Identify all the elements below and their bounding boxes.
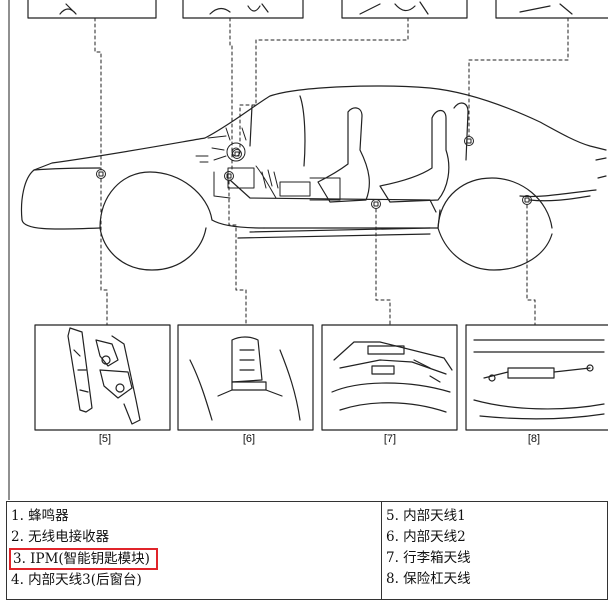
top-detail-box-2 — [182, 0, 304, 19]
car-component-diagram — [8, 0, 608, 500]
front-wheel — [99, 171, 213, 229]
leader-lines — [94, 17, 569, 326]
top-detail-box-1 — [27, 0, 157, 19]
detail-label-7: [7] — [383, 433, 397, 445]
rear-seat — [379, 109, 450, 203]
legend-column-right: 5. 内部天线1 6. 内部天线2 7. 行李箱天线 8. 保险杠天线 — [382, 502, 608, 600]
legend-item-antenna-3: 4. 内部天线3(后窗台) — [11, 572, 142, 588]
legend-item-radio-receiver: 2. 无线电接收器 — [11, 529, 110, 545]
detail-box-6 — [177, 324, 314, 431]
detail-label-5: [5] — [98, 433, 112, 445]
legend-item-ipm-highlighted: 3. IPM(智能钥匙模块) — [9, 548, 158, 570]
car-body-outline — [20, 85, 607, 221]
detail-box-8 — [465, 324, 608, 431]
front-seat — [317, 107, 370, 203]
legend-column-left: 1. 蜂鸣器 2. 无线电接收器 3. IPM(智能钥匙模块) 4. 内部天线3… — [6, 501, 382, 600]
legend-item-trunk-antenna: 7. 行李箱天线 — [386, 550, 471, 566]
rear-wheel — [437, 177, 553, 229]
legend-item-bumper-antenna: 8. 保险杠天线 — [386, 571, 471, 587]
legend-item-buzzer: 1. 蜂鸣器 — [11, 508, 69, 524]
detail-box-5 — [34, 324, 171, 431]
legend-item-antenna-1: 5. 内部天线1 — [386, 508, 466, 524]
detail-box-7 — [321, 324, 458, 431]
detail-label-8: [8] — [527, 433, 541, 445]
legend-table: 1. 蜂鸣器 2. 无线电接收器 3. IPM(智能钥匙模块) 4. 内部天线3… — [6, 501, 608, 600]
dashboard-components — [195, 127, 341, 201]
top-detail-box-4 — [495, 0, 608, 19]
legend-item-antenna-2: 6. 内部天线2 — [386, 529, 466, 545]
detail-label-6: [6] — [242, 433, 256, 445]
top-detail-box-3 — [341, 0, 468, 19]
